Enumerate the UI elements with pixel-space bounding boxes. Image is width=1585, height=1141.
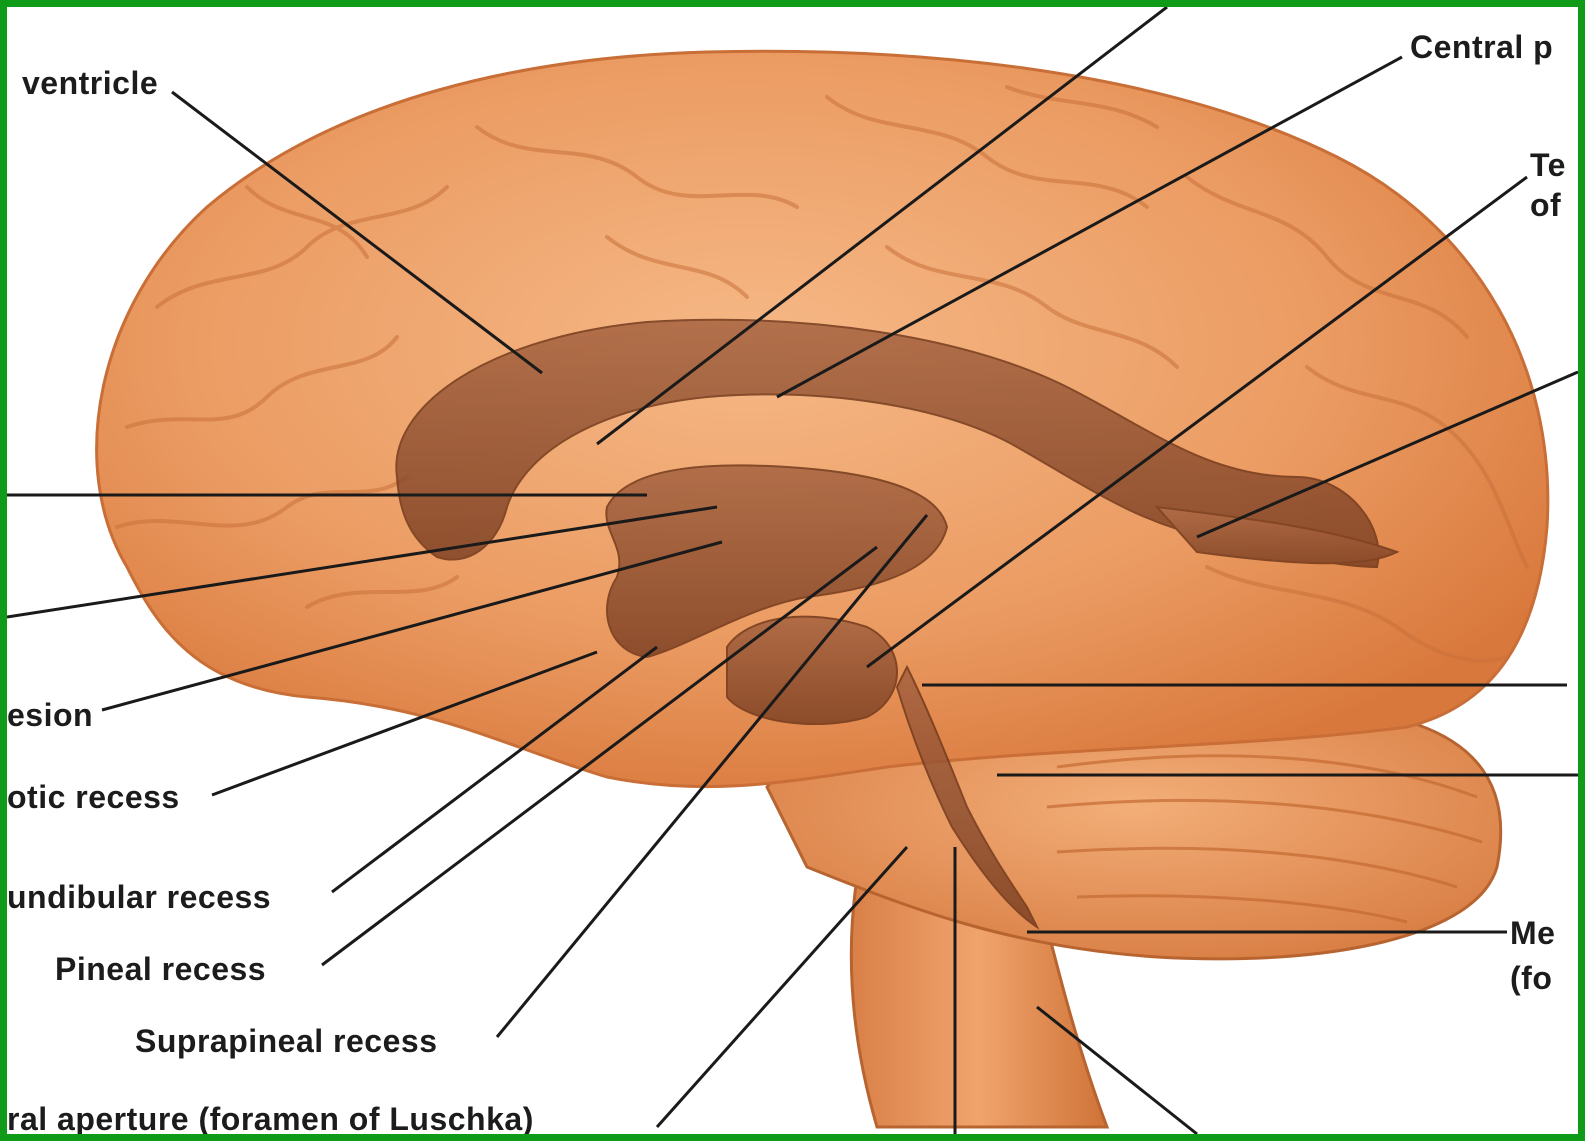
label-fo: (fo <box>1510 962 1552 994</box>
label-te: Te <box>1530 149 1566 181</box>
label-optic-recess: otic recess <box>7 781 180 813</box>
label-lateral-aperture: ral aperture (foramen of Luschka) <box>7 1103 534 1135</box>
label-central: Central p <box>1410 31 1553 63</box>
label-of: of <box>1530 189 1561 221</box>
label-infundibular-recess: undibular recess <box>7 881 271 913</box>
label-pineal-recess: Pineal recess <box>55 953 266 985</box>
inferior-horn <box>727 617 897 724</box>
label-esion: esion <box>7 699 93 731</box>
label-suprapineal-recess: Suprapineal recess <box>135 1025 437 1057</box>
label-me: Me <box>1510 917 1555 949</box>
label-ventricle: ventricle <box>22 67 158 99</box>
